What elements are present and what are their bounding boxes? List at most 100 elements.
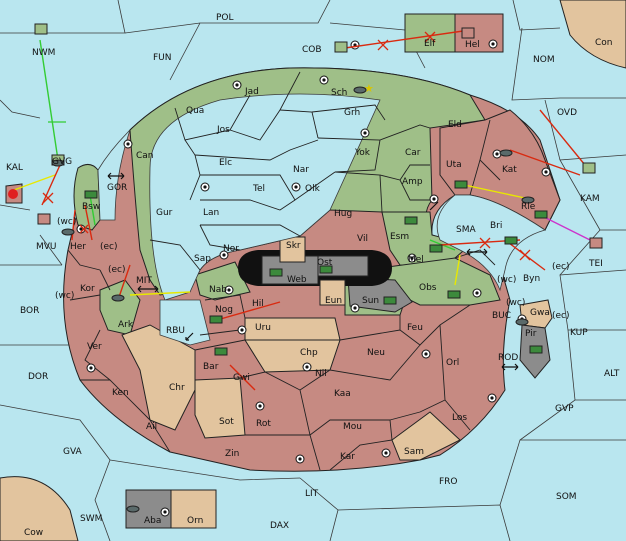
supply-center bbox=[487, 393, 497, 403]
label-skr: Skr bbox=[286, 241, 301, 251]
label-chp: Chp bbox=[300, 348, 318, 358]
label-nog: Nog bbox=[215, 305, 233, 315]
support-order-line bbox=[454, 254, 461, 286]
label-pir: Pir bbox=[525, 329, 537, 339]
label-grh: Grh bbox=[344, 108, 360, 118]
label-ark: Ark bbox=[118, 320, 134, 330]
territory-sot[interactable] bbox=[194, 377, 246, 439]
supply-center bbox=[255, 401, 265, 411]
label-dor: DOR bbox=[28, 372, 48, 382]
army-unit bbox=[334, 41, 348, 53]
label-kar: Kar bbox=[340, 452, 355, 462]
label-uta: Uta bbox=[446, 160, 462, 170]
army-unit bbox=[429, 244, 443, 253]
supply-centers bbox=[76, 39, 551, 517]
supply-center bbox=[350, 40, 360, 50]
label-neu: Neu bbox=[367, 348, 385, 358]
territory-chr[interactable] bbox=[121, 324, 196, 431]
label-jad: Jad bbox=[244, 87, 259, 97]
army-unit bbox=[461, 27, 475, 39]
army-unit bbox=[404, 216, 418, 225]
connection-arrows bbox=[107, 172, 519, 371]
territory-orn[interactable] bbox=[170, 489, 217, 529]
army-unit bbox=[214, 347, 228, 356]
supply-center bbox=[360, 128, 370, 138]
label-sun: Sun bbox=[362, 296, 379, 306]
supply-center bbox=[407, 253, 417, 263]
star-marker: ★ bbox=[364, 82, 374, 95]
inner-borders bbox=[67, 71, 501, 471]
label-kor: Kor bbox=[80, 284, 95, 294]
label-gwi: Gwi bbox=[233, 373, 250, 383]
label-nwm: NWM bbox=[32, 48, 55, 58]
label-yok: Yok bbox=[354, 148, 371, 158]
label-mvu: MVU bbox=[36, 242, 57, 252]
label-coast-ec: (ec) bbox=[108, 265, 126, 275]
army-unit bbox=[534, 210, 548, 219]
supply-center bbox=[237, 325, 247, 335]
label-tei: TEI bbox=[588, 259, 603, 269]
fleet-unit bbox=[126, 505, 140, 513]
supply-center bbox=[421, 349, 431, 359]
label-gva: GVA bbox=[63, 447, 83, 457]
move-order-arrow bbox=[41, 164, 61, 206]
army-unit bbox=[454, 180, 468, 189]
label-bor: BOR bbox=[20, 306, 39, 316]
label-gvg: GVG bbox=[52, 157, 72, 167]
fleet-unit bbox=[515, 318, 529, 326]
label-ost: Ost bbox=[317, 258, 333, 268]
label-elc: Elc bbox=[219, 158, 232, 168]
label-jos: Jos bbox=[216, 125, 230, 135]
label-kat: Kat bbox=[502, 165, 517, 175]
label-alt: ALT bbox=[604, 369, 620, 379]
army-unit bbox=[383, 296, 397, 305]
label-sot: Sot bbox=[219, 417, 234, 427]
label-gvp: GVP bbox=[555, 404, 574, 414]
label-som: SOM bbox=[556, 492, 577, 502]
label-tel: Tel bbox=[252, 184, 265, 194]
label-coast-ec: (ec) bbox=[552, 311, 570, 321]
territory-eun-inner bbox=[319, 279, 346, 306]
supply-center bbox=[295, 454, 305, 464]
supply-center bbox=[76, 224, 86, 234]
label-esm: Esm bbox=[390, 232, 409, 242]
move-order-arrow bbox=[117, 264, 131, 301]
label-nom: NOM bbox=[533, 55, 555, 65]
rbu-inlet bbox=[159, 299, 211, 346]
label-nor: Nor bbox=[223, 244, 239, 254]
label-eld: Eld bbox=[448, 120, 462, 130]
label-cow: Cow bbox=[24, 528, 43, 538]
label-amp: Amp bbox=[402, 177, 423, 187]
label-ail: Ail bbox=[146, 422, 157, 432]
fleet-unit bbox=[51, 159, 65, 167]
supply-center bbox=[350, 303, 360, 313]
army-unit bbox=[447, 290, 461, 299]
label-rod: ROD bbox=[498, 353, 518, 363]
label-zin: Zin bbox=[225, 449, 239, 459]
fleet-unit bbox=[353, 86, 367, 94]
label-coast-wc: (wc) bbox=[497, 275, 516, 285]
label-qua: Qua bbox=[186, 106, 204, 116]
supply-center bbox=[472, 288, 482, 298]
territory-cow[interactable] bbox=[0, 476, 79, 541]
territory-labels: POL FUN COB NOM Con NWM KAL GVG MVU GOR … bbox=[6, 13, 620, 538]
move-order-arrow bbox=[71, 209, 76, 241]
label-gor: GOR bbox=[107, 183, 127, 193]
label-nar: Nar bbox=[293, 165, 309, 175]
territory-sam[interactable] bbox=[391, 411, 461, 461]
territory-con[interactable] bbox=[559, 0, 626, 69]
label-ken: Ken bbox=[112, 388, 129, 398]
units: ★ bbox=[8, 23, 603, 513]
label-kaa: Kaa bbox=[334, 389, 351, 399]
label-coast-ec: (ec) bbox=[100, 242, 118, 252]
label-hil: Hil bbox=[252, 299, 264, 309]
move-order-arrow bbox=[84, 204, 93, 241]
army-unit bbox=[582, 162, 596, 174]
label-obs: Obs bbox=[419, 283, 437, 293]
label-los: Los bbox=[452, 413, 467, 423]
label-con: Con bbox=[595, 38, 613, 48]
label-nab: Nab bbox=[209, 285, 227, 295]
move-order-arrow bbox=[344, 29, 471, 49]
supply-center bbox=[232, 80, 242, 90]
